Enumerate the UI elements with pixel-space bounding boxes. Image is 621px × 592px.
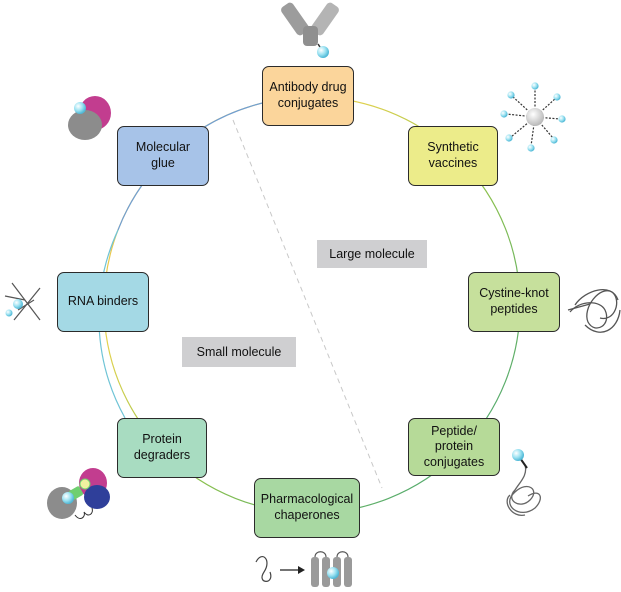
node-pharmacological-chaperones: Pharmacological chaperones	[254, 478, 360, 538]
node-protein-degraders: Protein degraders	[117, 418, 207, 478]
antibody-icon	[281, 2, 339, 58]
divider-line	[232, 119, 383, 489]
coiled-peptide-icon	[506, 449, 541, 516]
large-molecule-label: Large molecule	[317, 240, 427, 268]
small-molecule-label: Small molecule	[182, 337, 296, 367]
node-molecular-glue: Molecular glue	[117, 126, 209, 186]
rna-binder-icon	[4, 282, 41, 321]
molecular-glue-icon	[68, 96, 111, 140]
knotted-peptide-icon	[567, 289, 621, 333]
node-antibody-drug-conjugates: Antibody drug conjugates	[262, 66, 354, 126]
protein-folding-icon	[255, 551, 352, 587]
node-synthetic-vaccines: Synthetic vaccines	[408, 126, 498, 186]
node-cystine-knot-peptides: Cystine-knot peptides	[468, 272, 560, 332]
node-rna-binders: RNA binders	[57, 272, 149, 332]
ternary-complex-icon	[47, 468, 110, 519]
nanoparticle-icon	[500, 82, 566, 152]
node-peptide-protein-conjugates: Peptide/ protein conjugates	[408, 418, 500, 476]
